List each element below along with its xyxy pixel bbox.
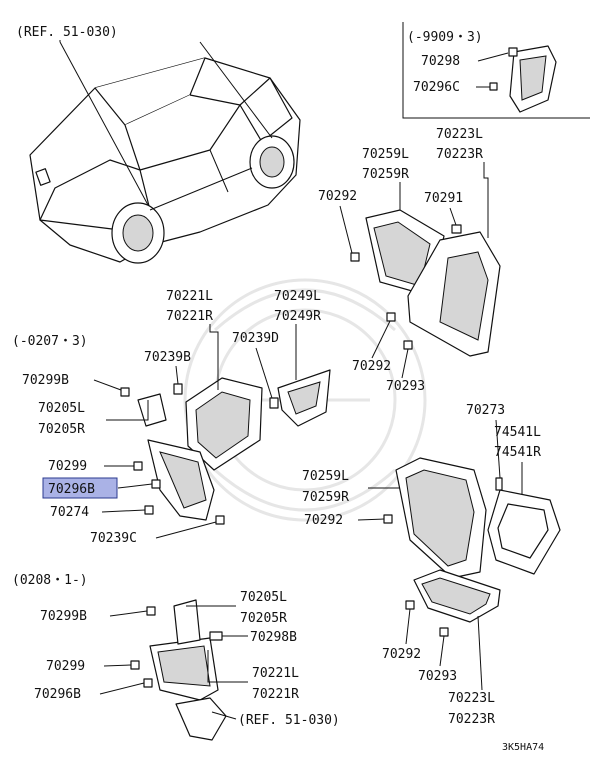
bolt-70299b-bot — [146, 606, 156, 616]
clip-70239d — [269, 397, 279, 409]
bolt-70292-b — [386, 312, 396, 322]
label-70292-a: 70292 — [318, 189, 357, 204]
label-70249r: 70249R — [274, 309, 321, 324]
bracket-70205 — [137, 393, 167, 427]
clip-70239c — [215, 515, 225, 525]
screw-70293-a — [403, 340, 413, 350]
label-74541l: 74541L — [494, 425, 541, 440]
reference-top: (REF. 51-030) — [16, 25, 118, 40]
label-70299b-bot: 70299B — [40, 609, 87, 624]
clip-70273 — [495, 477, 503, 491]
screw-70274 — [144, 505, 154, 515]
label-70239d: 70239D — [232, 331, 279, 346]
label-70296b-mid[interactable]: 70296B — [48, 482, 95, 497]
bolt-70299b-mid — [120, 387, 130, 397]
label-70299b-mid: 70299B — [22, 373, 69, 388]
clip-70239b — [173, 383, 183, 395]
rear-mudguard-assembly-mid — [383, 457, 561, 579]
label-70291: 70291 — [424, 191, 463, 206]
reference-bottom: (REF. 51-030) — [238, 713, 340, 728]
screw-70296b-bot — [143, 678, 153, 688]
front-mudguard-assembly-late — [130, 599, 227, 741]
rear-mudguard-assembly — [350, 209, 501, 357]
label-70293-a: 70293 — [386, 379, 425, 394]
label-70221l-mid: 70221L — [166, 289, 213, 304]
bolt-70292-a — [350, 252, 360, 262]
label-70259r-mid: 70259R — [302, 490, 349, 505]
label-70293-b: 70293 — [418, 669, 457, 684]
highlight-70296b — [42, 477, 118, 499]
label-70223l-top: 70223L — [436, 127, 483, 142]
label-70249l: 70249L — [274, 289, 321, 304]
label-74541r: 74541R — [494, 445, 541, 460]
diagram-code: 3K5HA74 — [502, 742, 544, 753]
vehicle-outline — [29, 57, 301, 264]
bolt-70299-bot — [130, 660, 140, 670]
section-range-top: (-9909・3) — [407, 30, 483, 45]
label-70205l-mid: 70205L — [38, 401, 85, 416]
label-70298b: 70298B — [250, 630, 297, 645]
label-70239c: 70239C — [90, 531, 137, 546]
label-70299-mid: 70299 — [48, 459, 87, 474]
screw-70293-b — [439, 627, 449, 637]
label-70273: 70273 — [466, 403, 505, 418]
label-70205l-bot: 70205L — [240, 590, 287, 605]
label-70259l-top: 70259L — [362, 147, 409, 162]
top-right-variant-box: (-9909・3) — [402, 22, 590, 119]
rear-mudflap-assembly-bot — [405, 569, 501, 637]
clip-70298b — [209, 631, 223, 641]
label-70221r-mid: 70221R — [166, 309, 213, 324]
label-70239b: 70239B — [144, 350, 191, 365]
label-70205r-bot: 70205R — [240, 611, 287, 626]
bolt-70299-mid — [133, 461, 143, 471]
section-range-bottom: (0208・1-) — [12, 573, 88, 588]
label-70296b-bot: 70296B — [34, 687, 81, 702]
label-70221l-bot: 70221L — [252, 666, 299, 681]
clip-70298 — [508, 47, 518, 57]
label-70292-c: 70292 — [304, 513, 343, 528]
label-70274: 70274 — [50, 505, 89, 520]
label-70292-d: 70292 — [382, 647, 421, 662]
label-70223r-bot: 70223R — [448, 712, 495, 727]
section-range-middle: (-0207・3) — [12, 334, 88, 349]
label-70221r-bot: 70221R — [252, 687, 299, 702]
label-70259l-mid: 70259L — [302, 469, 349, 484]
label-70205r-mid: 70205R — [38, 422, 85, 437]
label-70223l-bot: 70223L — [448, 691, 495, 706]
label-70259r-top: 70259R — [362, 167, 409, 182]
ref-panel-bot — [175, 697, 227, 741]
bolt-70292-d — [405, 600, 415, 610]
label-70223r-top: 70223R — [436, 147, 483, 162]
front-mudguard-assembly-early — [120, 369, 331, 525]
screw-70296c — [489, 82, 498, 91]
bracket-70205-bot — [173, 599, 201, 645]
screw-70296b-mid — [151, 479, 161, 489]
label-70298: 70298 — [421, 54, 460, 69]
label-70299-bot: 70299 — [46, 659, 85, 674]
clip-70291 — [451, 224, 462, 234]
bolt-70292-c — [383, 514, 393, 524]
label-70292-b: 70292 — [352, 359, 391, 374]
label-70296c: 70296C — [413, 80, 460, 95]
